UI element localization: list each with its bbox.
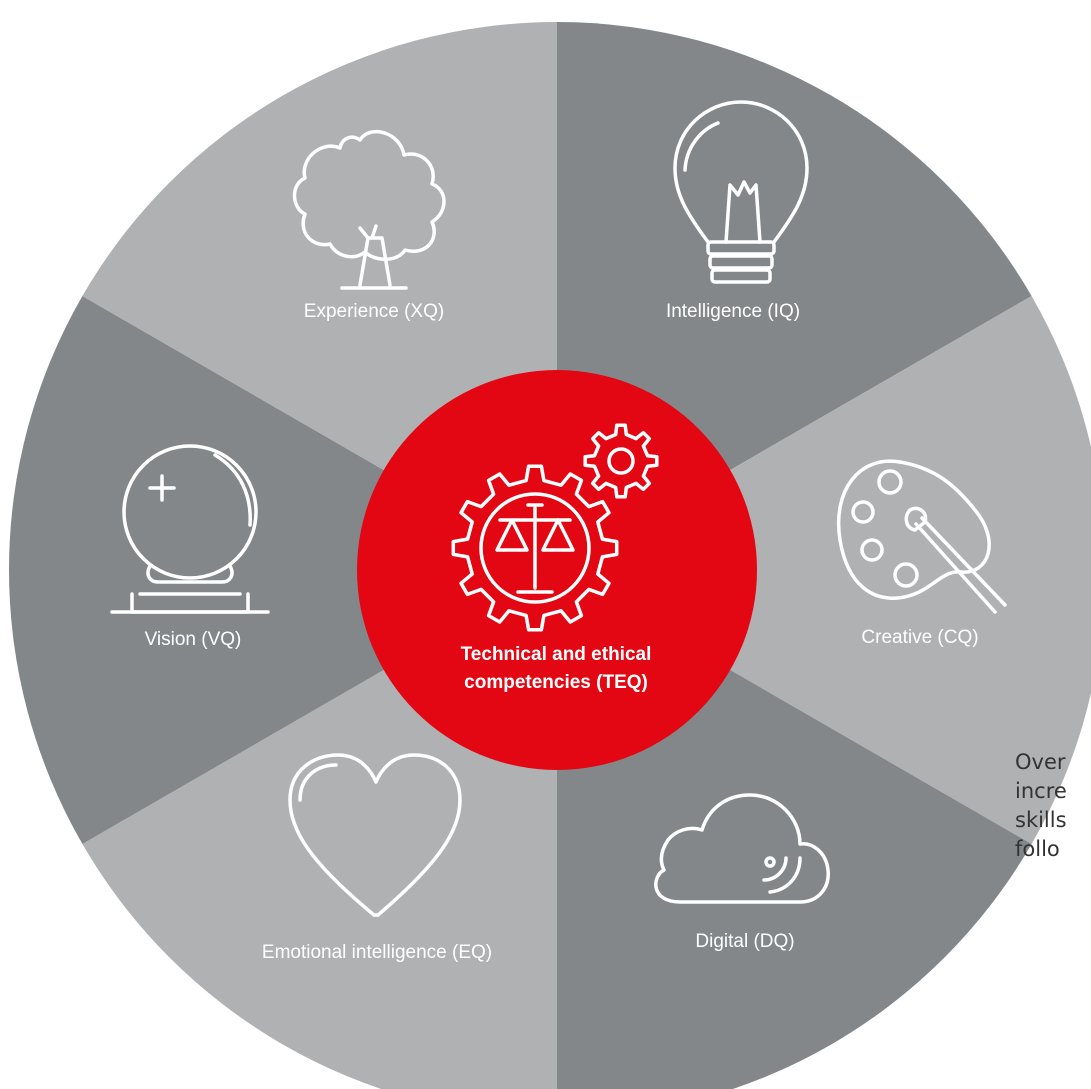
segment-label-experience: Experience (XQ) — [304, 301, 444, 322]
segment-label-digital: Digital (DQ) — [695, 931, 794, 952]
tree-icon — [292, 129, 446, 290]
side-caption-line: follo — [1015, 837, 1060, 861]
center-circle — [357, 370, 757, 770]
lightbulb-icon — [673, 100, 809, 284]
segment-creative — [557, 296, 1091, 844]
cloud-icon — [654, 793, 830, 904]
heart-icon — [288, 753, 462, 917]
center-label-line1: Technical and ethical — [461, 644, 652, 665]
segment-vision — [8, 296, 557, 844]
segment-label-intelligence: Intelligence (IQ) — [666, 301, 800, 322]
side-caption-line: Over — [1015, 750, 1066, 774]
segment-label-vision: Vision (VQ) — [145, 629, 242, 650]
gear-scales-icon — [451, 423, 659, 632]
crystal-ball-icon — [110, 444, 270, 614]
side-caption-text: Over incre skills follo — [1015, 748, 1091, 864]
segment-label-emotional: Emotional intelligence (EQ) — [262, 942, 492, 963]
palette-icon — [836, 459, 1007, 614]
side-caption-line: skills — [1015, 808, 1067, 832]
center-label-line2: competencies (TEQ) — [464, 672, 648, 693]
side-caption-line: incre — [1015, 779, 1067, 803]
segment-label-creative: Creative (CQ) — [861, 627, 978, 648]
